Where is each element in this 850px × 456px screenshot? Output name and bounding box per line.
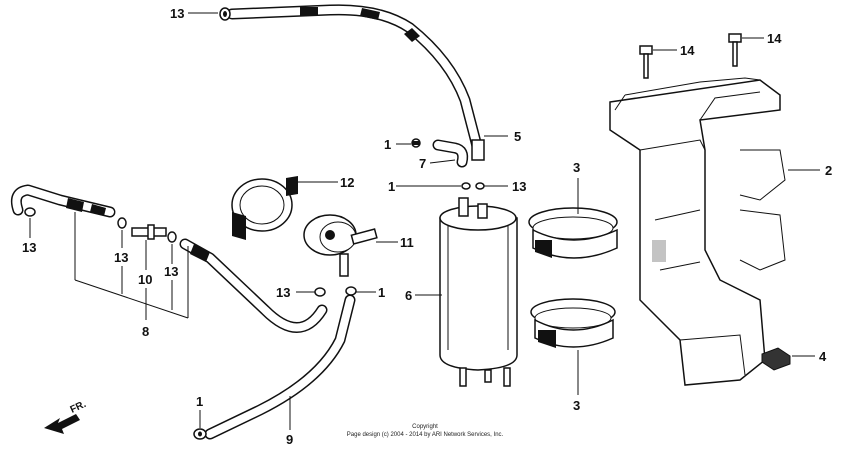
callout-1-bottom: 1 [196, 394, 203, 409]
callout-13-far-left: 13 [22, 240, 36, 255]
callout-7: 7 [419, 156, 426, 171]
clamp-13-far-left[interactable] [24, 207, 36, 217]
bracket-2[interactable] [609, 77, 786, 386]
hose-clamp-top[interactable] [219, 7, 231, 21]
clamp-13-left-a[interactable] [117, 217, 127, 229]
direction-label: FR. [69, 399, 88, 416]
callout-3-top: 3 [573, 160, 580, 175]
band-3-upper[interactable] [528, 207, 618, 259]
clamp-13-mid[interactable] [475, 182, 485, 190]
callout-3-bottom: 3 [573, 398, 580, 413]
callout-5: 5 [514, 129, 521, 144]
callout-1-mid: 1 [388, 179, 395, 194]
clamp-13-center[interactable] [314, 287, 326, 297]
callout-9: 9 [286, 432, 293, 447]
callout-11: 11 [400, 235, 414, 250]
clamp-13-left-b[interactable] [167, 231, 177, 243]
band-3-lower[interactable] [530, 298, 616, 348]
hose-left-upper[interactable] [10, 184, 116, 218]
clamp-1-right[interactable] [345, 286, 357, 296]
copyright-notice: Copyright Page design (c) 2004 - 2014 by… [347, 424, 504, 438]
clamp-1-bottom[interactable] [193, 428, 207, 440]
joint-10[interactable] [131, 224, 167, 240]
holder-12[interactable] [231, 176, 298, 240]
callout-14-left: 14 [680, 43, 695, 58]
callout-12: 12 [340, 175, 354, 190]
bolt-14-right[interactable] [728, 33, 742, 67]
callout-13-top: 13 [170, 6, 184, 21]
callout-13-b: 13 [164, 264, 178, 279]
front-direction-arrow: FR. [44, 399, 88, 434]
bolt-14-left[interactable] [639, 45, 653, 79]
callout-13-mid: 13 [512, 179, 526, 194]
copyright-line-1: Copyright [412, 424, 438, 430]
leader-lines [29, 12, 820, 430]
callout-2: 2 [825, 163, 832, 178]
valve-11[interactable] [303, 214, 378, 277]
clamp-1-top[interactable] [411, 138, 421, 148]
copyright-line-2: Page design (c) 2004 - 2014 by ARI Netwo… [347, 432, 504, 438]
callout-labels: 13 1 7 1 13 5 6 3 3 2 4 14 14 12 11 13 1… [22, 6, 832, 447]
hose-9[interactable] [204, 294, 356, 440]
callout-13-a: 13 [114, 250, 128, 265]
callout-8: 8 [142, 324, 149, 339]
callout-13-center: 13 [276, 285, 290, 300]
canister-6[interactable] [439, 197, 518, 387]
callout-14-right: 14 [767, 31, 782, 46]
pad-4[interactable] [761, 347, 791, 371]
callout-6: 6 [405, 288, 412, 303]
hose-7[interactable] [432, 139, 469, 168]
hose-5[interactable] [226, 4, 485, 161]
callout-1-right: 1 [378, 285, 385, 300]
callout-10: 10 [138, 272, 152, 287]
callout-1-top: 1 [384, 137, 391, 152]
callout-4: 4 [819, 349, 827, 364]
hose-left-lower[interactable] [179, 238, 328, 333]
clamp-1-mid[interactable] [461, 182, 471, 190]
